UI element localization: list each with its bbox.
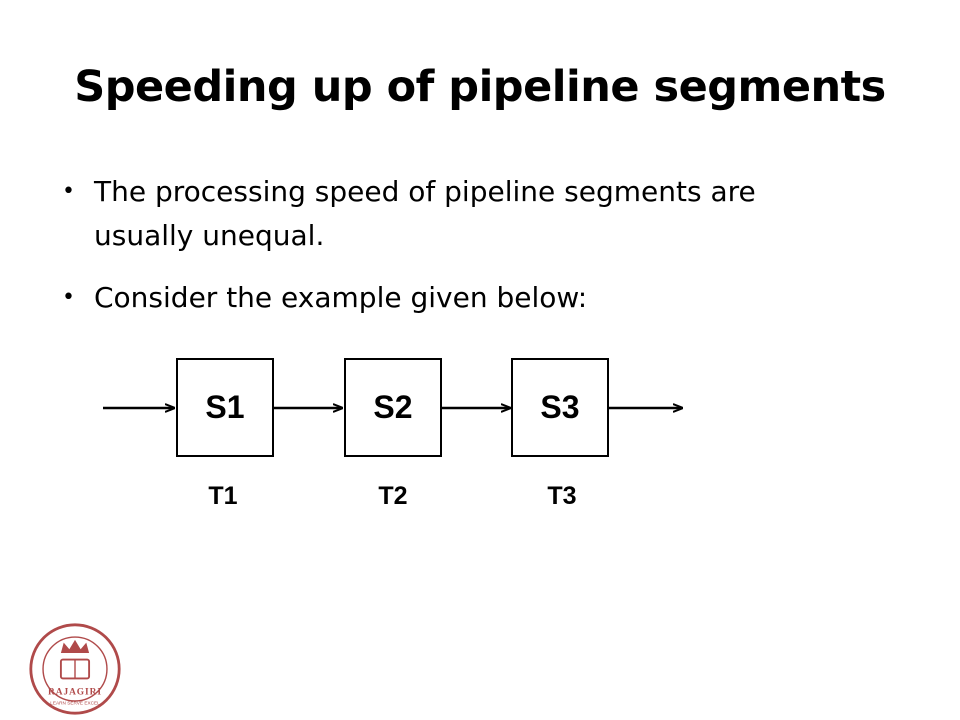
segment-label-s1: S1 <box>205 389 244 425</box>
logo-text: RAJAGIRI <box>48 687 102 697</box>
bullet-icon: • <box>62 179 75 204</box>
bullet-text-line: Consider the example given below: <box>94 281 588 314</box>
bullet-item: • The processing speed of pipeline segme… <box>62 170 922 258</box>
time-label-t2: T2 <box>378 482 407 510</box>
slide-title: Speeding up of pipeline segments <box>74 62 886 112</box>
bullet-icon: • <box>62 285 75 310</box>
segment-box-s2 <box>344 358 442 457</box>
time-label-t1: T1 <box>208 482 237 510</box>
segment-label-s2: S2 <box>373 389 412 425</box>
bullet-text-line: usually unequal. <box>94 219 325 252</box>
crown-icon <box>60 639 90 654</box>
time-label-t3: T3 <box>547 482 576 510</box>
segment-box-s1 <box>176 358 274 457</box>
book-icon <box>59 658 91 680</box>
logo-motto: LEARN SERVE EXCEL <box>50 701 100 706</box>
bullet-list: • The processing speed of pipeline segme… <box>62 170 922 338</box>
segment-box-s3 <box>511 358 609 457</box>
segment-label-s3: S3 <box>540 389 579 425</box>
rajagiri-logo: RAJAGIRI LEARN SERVE EXCEL <box>29 623 121 715</box>
bullet-item: • Consider the example given below: <box>62 276 922 320</box>
bullet-text-line: The processing speed of pipeline segment… <box>94 175 756 208</box>
